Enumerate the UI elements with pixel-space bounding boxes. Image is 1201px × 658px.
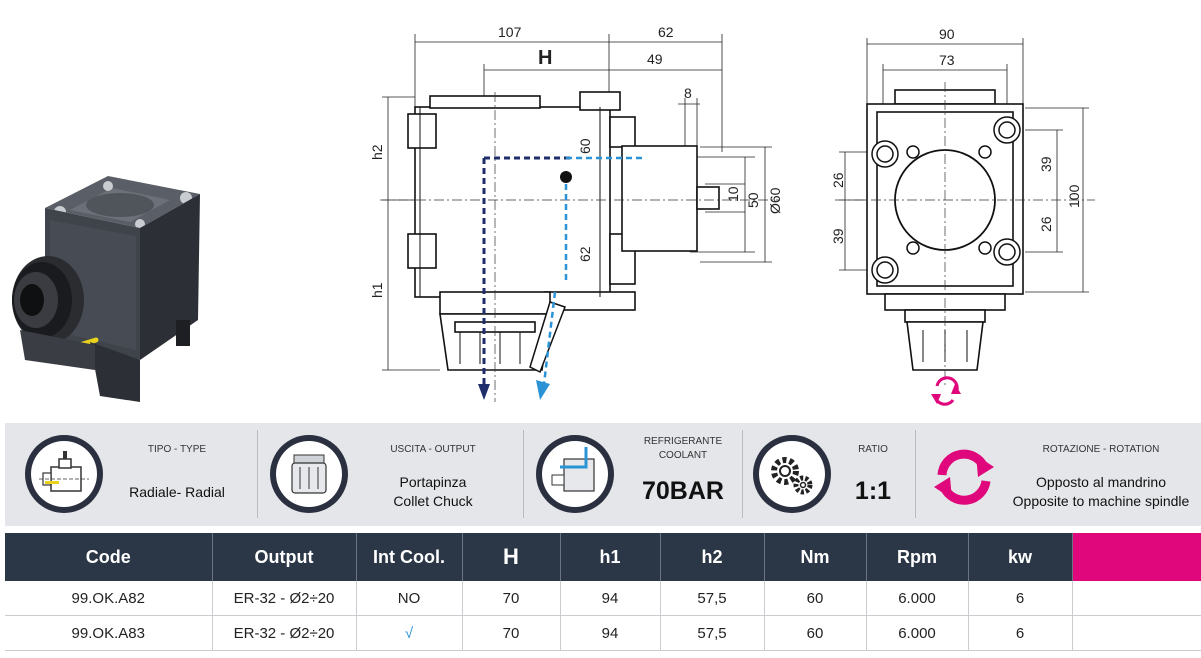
coolant-caption-line1: REFRIGERANTE: [643, 436, 723, 447]
cell-code: 99.OK.A83: [5, 615, 213, 651]
type-caption: TIPO - TYPE: [147, 444, 207, 455]
col-int-cool: Int Cool.: [356, 533, 463, 581]
type-value: Radiale- Radial: [129, 484, 225, 500]
rotation-icon: [934, 449, 994, 505]
cell-rpm: 6.000: [866, 581, 969, 616]
table-row: 99.OK.A83 ER-32 - Ø2÷20 √ 70 94 57,5 60 …: [5, 615, 1201, 651]
coolant-value: 70BAR: [642, 477, 724, 505]
output-value-line2: Collet Chuck: [393, 493, 473, 509]
rotation-caption: ROTAZIONE - ROTATION: [1042, 444, 1160, 455]
dim-90: 90: [939, 26, 955, 42]
dim-50: 50: [745, 192, 761, 208]
dim-100: 100: [1066, 184, 1082, 208]
cell-output: ER-32 - Ø2÷20: [212, 581, 357, 616]
dim-39-left: 39: [830, 228, 846, 244]
collet-chuck-icon: [270, 435, 348, 513]
cell-rpm: 6.000: [866, 615, 969, 651]
col-code: Code: [5, 533, 213, 581]
spec-table: Code Output Int Cool. H h1 h2 Nm Rpm kw …: [5, 533, 1201, 651]
rotation-symbol-small: [935, 376, 959, 391]
cell-kw: 6: [968, 615, 1073, 651]
dim-39-right: 39: [1038, 156, 1054, 172]
dim-H: H: [538, 47, 552, 69]
col-H: H: [462, 533, 561, 581]
col-nm: Nm: [764, 533, 867, 581]
cell-int-cool: NO: [356, 581, 463, 616]
dim-62-top: 62: [658, 24, 674, 40]
dim-h2: h2: [369, 144, 385, 160]
cell-h2: 57,5: [660, 581, 765, 616]
ratio-value: 1:1: [854, 477, 892, 505]
info-strip: TIPO - TYPE Radiale- Radial USCITA - OUT…: [5, 423, 1201, 526]
col-accent: [1072, 533, 1201, 581]
dim-49: 49: [647, 51, 663, 67]
rotation-value-line2: Opposite to machine spindle: [1012, 493, 1190, 509]
radial-type-icon: [25, 435, 103, 513]
cell-h2: 57,5: [660, 615, 765, 651]
info-coolant: REFRIGERANTE COOLANT 70BAR: [524, 423, 742, 526]
coolant-icon: [536, 435, 614, 513]
dim-26-left: 26: [830, 172, 846, 188]
cell-int-cool: √: [356, 615, 463, 651]
dim-60: 60: [577, 138, 593, 154]
col-h1: h1: [560, 533, 661, 581]
cell-h1: 94: [560, 615, 661, 651]
cell-output: ER-32 - Ø2÷20: [212, 615, 357, 651]
dim-62-side: 62: [577, 246, 593, 262]
rotation-value-line1: Opposto al mandrino: [1036, 474, 1166, 490]
cell-H: 70: [462, 581, 561, 616]
cell-extra: [1072, 615, 1201, 651]
table-row: 99.OK.A82 ER-32 - Ø2÷20 NO 70 94 57,5 60…: [5, 581, 1201, 616]
info-ratio: RATIO 1:1: [743, 423, 915, 526]
coolant-caption-line2: COOLANT: [658, 450, 708, 461]
info-rotation: ROTAZIONE - ROTATION Opposto al mandrino…: [916, 423, 1201, 526]
dim-107: 107: [498, 24, 522, 40]
cell-nm: 60: [764, 581, 867, 616]
side-view-drawing: 107 62 49 8 H 60 62 10 50 Ø60 h2 h1: [369, 24, 783, 402]
cell-h1: 94: [560, 581, 661, 616]
dim-73: 73: [939, 52, 955, 68]
dim-8: 8: [684, 85, 692, 101]
cell-code: 99.OK.A82: [5, 581, 213, 616]
dim-26-right: 26: [1038, 216, 1054, 232]
dim-h1: h1: [369, 282, 385, 298]
dim-d60: Ø60: [767, 187, 783, 214]
col-output: Output: [212, 533, 357, 581]
output-value-line1: Portapinza: [399, 474, 467, 490]
gears-icon: [753, 435, 831, 513]
col-kw: kw: [968, 533, 1073, 581]
col-rpm: Rpm: [866, 533, 969, 581]
table-header-row: Code Output Int Cool. H h1 h2 Nm Rpm kw: [5, 533, 1201, 581]
product-render: [12, 176, 200, 402]
ratio-caption: RATIO: [858, 444, 888, 455]
col-h2: h2: [660, 533, 765, 581]
info-output: USCITA - OUTPUT Portapinza Collet Chuck: [258, 423, 523, 526]
cell-H: 70: [462, 615, 561, 651]
info-type: TIPO - TYPE Radiale- Radial: [5, 423, 257, 526]
output-caption: USCITA - OUTPUT: [390, 444, 476, 455]
cell-kw: 6: [968, 581, 1073, 616]
dim-10: 10: [725, 186, 741, 202]
front-view-drawing: 90 73 26 39 39 26 100: [830, 26, 1095, 406]
cell-extra: [1072, 581, 1201, 616]
cell-nm: 60: [764, 615, 867, 651]
